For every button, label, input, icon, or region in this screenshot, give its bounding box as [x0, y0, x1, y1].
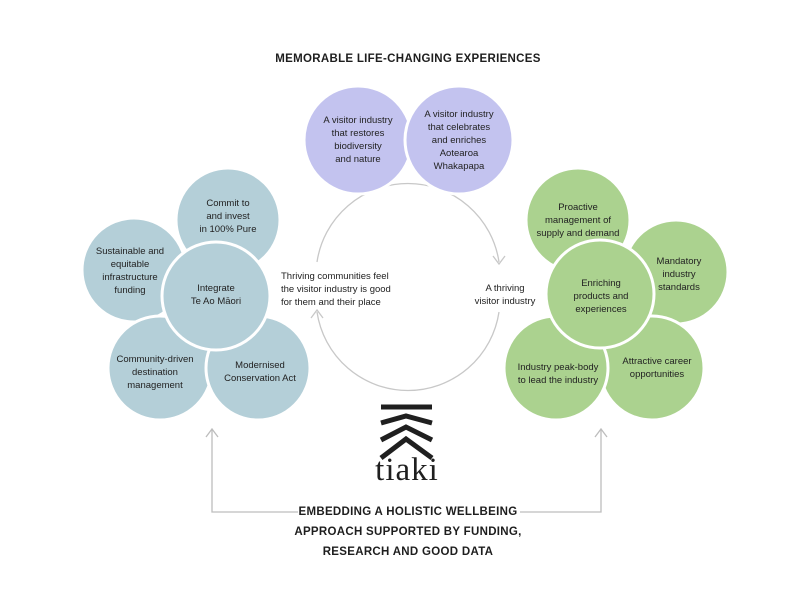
cycle-arc-top — [316, 182, 500, 263]
green-circle-top-text: Proactive management of supply and deman… — [528, 198, 628, 242]
purple-circle-left-text: A visitor industry that restores biodive… — [316, 98, 400, 182]
bottom-heading: EMBEDDING A HOLISTIC WELLBEING APPROACH … — [294, 506, 522, 558]
blue-bottom-left-label: Community-driven destination management — [116, 353, 194, 391]
green-bottom-left-label: Industry peak-body to lead the industry — [517, 362, 599, 386]
top-heading: MEMORABLE LIFE-CHANGING EXPERIENCES — [275, 53, 541, 65]
green-circle-right-text: Mandatory industry standards — [640, 252, 718, 296]
blue-top-label: Commit to and invest in 100% Pure — [199, 197, 257, 235]
purple-circle-right-text: A visitor industry that celebrates and e… — [417, 98, 501, 182]
green-bottom-right-label: Attractive career opportunities — [622, 356, 692, 380]
green-top-label: Proactive management of supply and deman… — [536, 201, 620, 239]
blue-circle-bottom-left-text: Community-driven destination management — [110, 350, 200, 394]
cycle-arrow-right-icon — [492, 255, 506, 266]
blue-circle-center — [160, 240, 272, 352]
cycle-right-label: A thriving visitor industry — [474, 283, 536, 307]
green-center-label: Enriching products and experiences — [573, 277, 629, 315]
blue-bottom-right-label: Modernised Conservation Act — [224, 360, 296, 384]
purple-circle-right — [403, 84, 515, 196]
purple-right-label: A visitor industry that celebrates and e… — [424, 108, 494, 172]
bottom-connector — [205, 427, 608, 513]
cycle-arc-bottom — [316, 311, 500, 392]
tiaki-chevron-logo-icon — [379, 404, 434, 461]
purple-circle-group — [302, 84, 515, 196]
green-circle-center — [544, 238, 656, 350]
cycle-ring — [310, 182, 506, 392]
purple-left-label: A visitor industry that restores biodive… — [323, 115, 393, 165]
blue-center-label: Integrate Te Ao Māori — [190, 283, 242, 307]
blue-left-label: Sustainable and equitable infrastructure… — [95, 246, 165, 296]
green-circle-bottom-right-text: Attractive career opportunities — [612, 352, 702, 384]
blue-circle-left-text: Sustainable and equitable infrastructure… — [88, 240, 172, 302]
green-right-label: Mandatory industry standards — [656, 255, 702, 293]
connector-left — [211, 430, 298, 513]
blue-circle-group — [80, 166, 312, 422]
green-circle-center-text: Enriching products and experiences — [560, 274, 642, 318]
blue-circle-center-text: Integrate Te Ao Māori — [176, 278, 256, 312]
green-circle-bottom-left-text: Industry peak-body to lead the industry — [508, 358, 608, 390]
tiaki-logo-text: tiaki — [375, 452, 439, 488]
connector-arrow-left-icon — [205, 427, 219, 438]
connector-right — [520, 430, 602, 513]
blue-circle-bottom-right-text: Modernised Conservation Act — [218, 356, 302, 388]
connector-arrow-right-icon — [594, 427, 608, 438]
green-circle-group — [502, 166, 730, 422]
blue-circle-top-text: Commit to and invest in 100% Pure — [188, 190, 268, 242]
cycle-left-label: Thriving communities feel the visitor in… — [281, 271, 391, 308]
cycle-arrow-left-icon — [310, 308, 324, 319]
